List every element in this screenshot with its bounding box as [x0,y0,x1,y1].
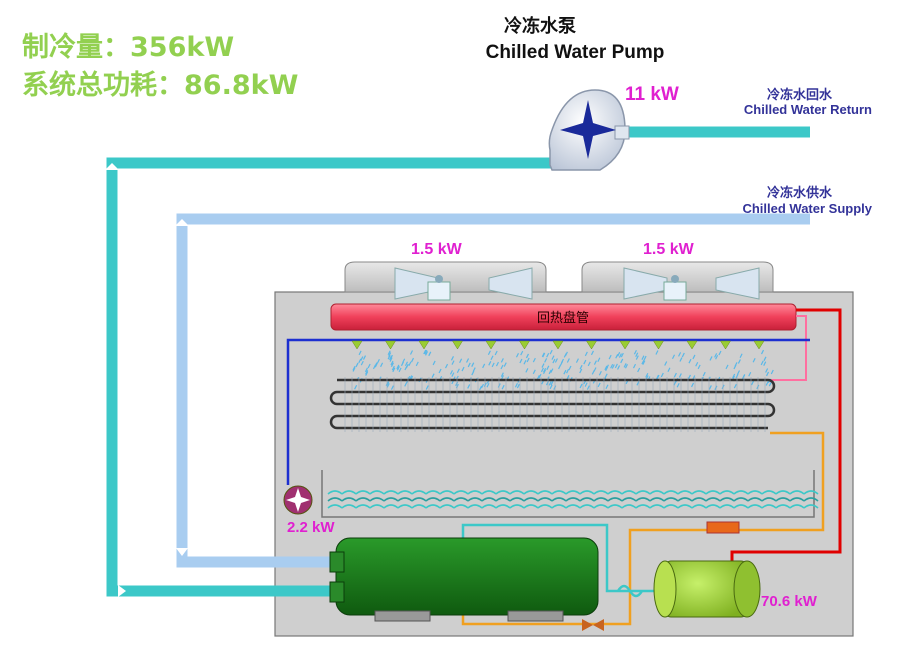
spray-pump [283,485,313,515]
spray-nozzle [418,340,430,350]
compressor-power: 70.6 kW [761,593,818,610]
spray-nozzles [351,340,765,350]
hot-gas-line [730,308,842,565]
return-label-en: Chilled Water Return [743,102,872,117]
spray-nozzle [619,340,631,350]
fan-left-power: 1.5 kW [411,241,463,258]
condenser-coil [329,377,776,432]
supply-label-en: Chilled Water Supply [742,201,872,216]
expansion-valve [582,619,604,631]
spray-nozzle [519,340,530,350]
spray-nozzle [552,340,564,350]
spray-nozzle [351,340,363,350]
suction-line [461,523,655,593]
return-label-cn: 冷冻水回水 [766,87,832,102]
chilled-water-return-pipe [106,126,810,597]
spray-nozzle [485,340,497,350]
compressor [653,560,761,618]
spray-nozzle [686,340,698,350]
spray-nozzle [586,340,597,350]
supply-label-cn: 冷冻水供水 [766,185,832,200]
spray-nozzle [653,340,664,350]
pump-title-en: Chilled Water Pump [485,42,665,63]
coil-return-line [766,315,807,381]
chilled-water-pump [548,89,630,171]
filter-drier [706,521,740,534]
spray-nozzle [753,340,765,350]
pump-title-cn: 冷冻水泵 [504,16,576,37]
spray-nozzle [452,340,463,350]
cooling-capacity-text: 制冷量：356kW [22,32,235,63]
water-basin [321,470,819,518]
evaporator [329,537,599,622]
fan-unit-left [344,261,547,301]
spray-pump-power: 2.2 kW [287,519,335,536]
spray-water-line [286,338,810,485]
spray-nozzle [720,340,731,350]
liquid-line [461,431,825,626]
heat-recovery-coil-label: 回热盘管 [537,310,589,326]
spray-nozzle [385,340,396,350]
total-power-text: 系统总功耗：86.8kW [22,70,299,101]
fan-right-power: 1.5 kW [643,241,695,258]
chilled-water-supply-pipe [176,213,810,568]
pump-power: 11 kW [625,84,679,105]
fan-unit-right [581,261,774,301]
